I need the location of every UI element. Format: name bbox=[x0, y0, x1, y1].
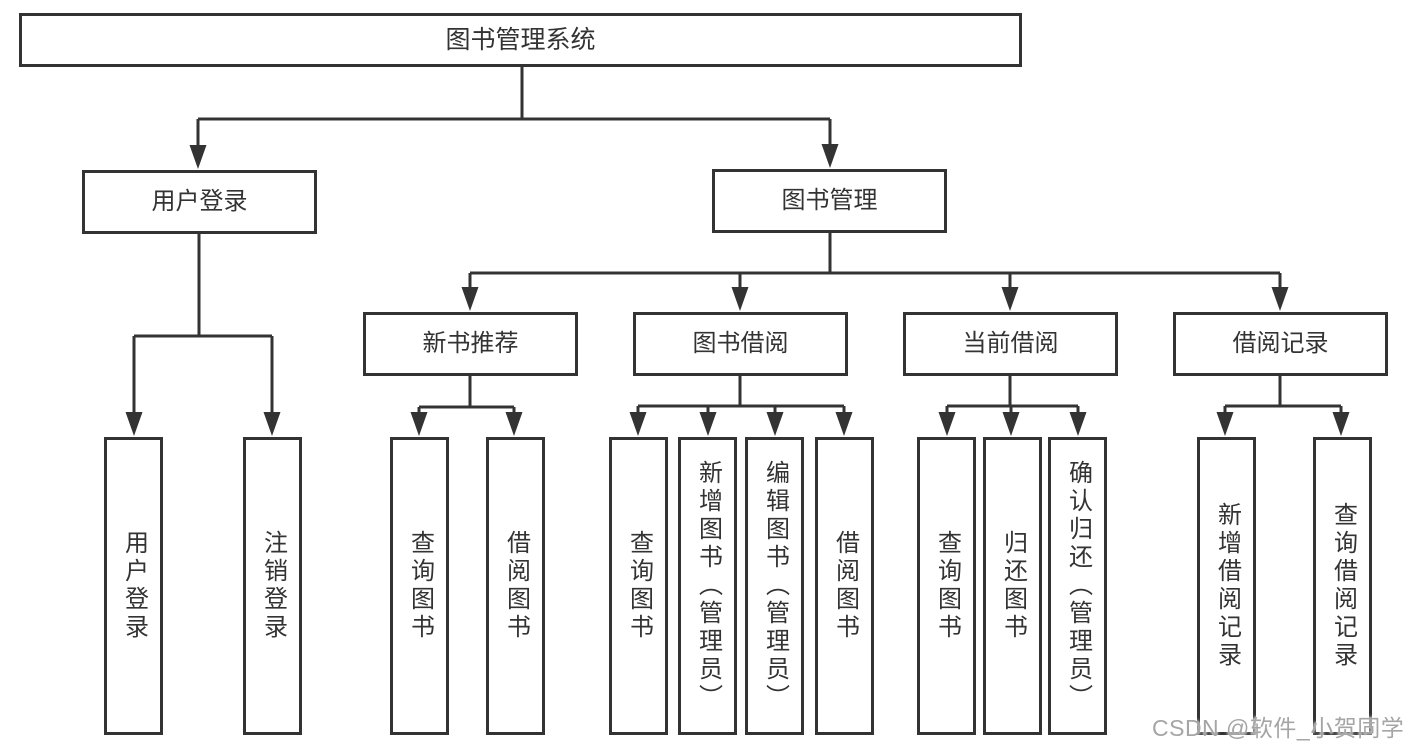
connector-current-to-leaves bbox=[945, 376, 1080, 415]
leaf-query-borrow-record-label: 查询借阅记录 bbox=[1329, 502, 1357, 670]
leaf-logout: 注销登录 bbox=[243, 437, 302, 735]
node-user-login-label: 用户登录 bbox=[151, 187, 248, 215]
leaf-add-book-admin-label: 新增图书（管理员） bbox=[694, 460, 722, 712]
node-borrow-record-label: 借阅记录 bbox=[1232, 329, 1329, 357]
connector-bookmgmt-to-level3 bbox=[468, 233, 1282, 290]
leaf-user-login-label: 用户登录 bbox=[120, 530, 148, 642]
leaf-query-book-borrow: 查询图书 bbox=[609, 437, 668, 735]
leaf-borrow-book-recommend: 借阅图书 bbox=[486, 437, 545, 735]
leaf-query-book-current: 查询图书 bbox=[917, 437, 976, 735]
leaf-query-book-recommend: 查询图书 bbox=[390, 437, 449, 735]
leaf-add-borrow-record-label: 新增借阅记录 bbox=[1213, 502, 1241, 670]
leaf-query-book-borrow-label: 查询图书 bbox=[625, 530, 653, 642]
leaf-query-book-recommend-label: 查询图书 bbox=[406, 530, 434, 642]
node-book-management: 图书管理 bbox=[712, 169, 947, 233]
connector-root-to-level2 bbox=[196, 67, 832, 148]
leaf-borrow-book-recommend-label: 借阅图书 bbox=[502, 530, 530, 642]
leaf-edit-book-admin: 编辑图书（管理员） bbox=[745, 437, 804, 735]
leaf-confirm-return-admin: 确认归还（管理员） bbox=[1048, 437, 1107, 735]
leaf-return-book-label: 归还图书 bbox=[999, 530, 1027, 642]
leaf-confirm-return-admin-label: 确认归还（管理员） bbox=[1064, 460, 1092, 712]
node-book-borrow-label: 图书借阅 bbox=[692, 329, 789, 357]
node-borrow-record: 借阅记录 bbox=[1173, 312, 1388, 376]
arrowhead-icons bbox=[125, 144, 1350, 436]
leaf-return-book: 归还图书 bbox=[983, 437, 1042, 735]
connector-userlogin-to-leaves bbox=[132, 234, 274, 415]
connector-record-to-leaves bbox=[1223, 376, 1343, 415]
leaf-borrow-book-borrow: 借阅图书 bbox=[815, 437, 874, 735]
node-user-login: 用户登录 bbox=[82, 170, 317, 234]
leaf-query-borrow-record: 查询借阅记录 bbox=[1313, 437, 1372, 735]
node-new-book-recommend-label: 新书推荐 bbox=[422, 329, 519, 357]
node-book-borrow: 图书借阅 bbox=[633, 312, 848, 376]
node-book-management-label: 图书管理 bbox=[781, 186, 878, 214]
connector-recommend-to-leaves bbox=[417, 376, 516, 415]
leaf-edit-book-admin-label: 编辑图书（管理员） bbox=[761, 460, 789, 712]
node-new-book-recommend: 新书推荐 bbox=[363, 312, 578, 376]
node-root-label: 图书管理系统 bbox=[445, 26, 596, 54]
leaf-user-login: 用户登录 bbox=[104, 437, 163, 735]
leaf-logout-label: 注销登录 bbox=[259, 530, 287, 642]
leaf-query-book-current-label: 查询图书 bbox=[933, 530, 961, 642]
leaf-add-book-admin: 新增图书（管理员） bbox=[678, 437, 737, 735]
connector-borrow-to-leaves bbox=[636, 376, 846, 415]
leaf-add-borrow-record: 新增借阅记录 bbox=[1197, 437, 1256, 735]
node-current-borrow-label: 当前借阅 bbox=[962, 329, 1059, 357]
watermark-text: CSDN @软件_小贺同学 bbox=[1152, 715, 1405, 741]
node-current-borrow: 当前借阅 bbox=[903, 312, 1118, 376]
node-root: 图书管理系统 bbox=[19, 13, 1022, 67]
leaf-borrow-book-borrow-label: 借阅图书 bbox=[831, 530, 859, 642]
